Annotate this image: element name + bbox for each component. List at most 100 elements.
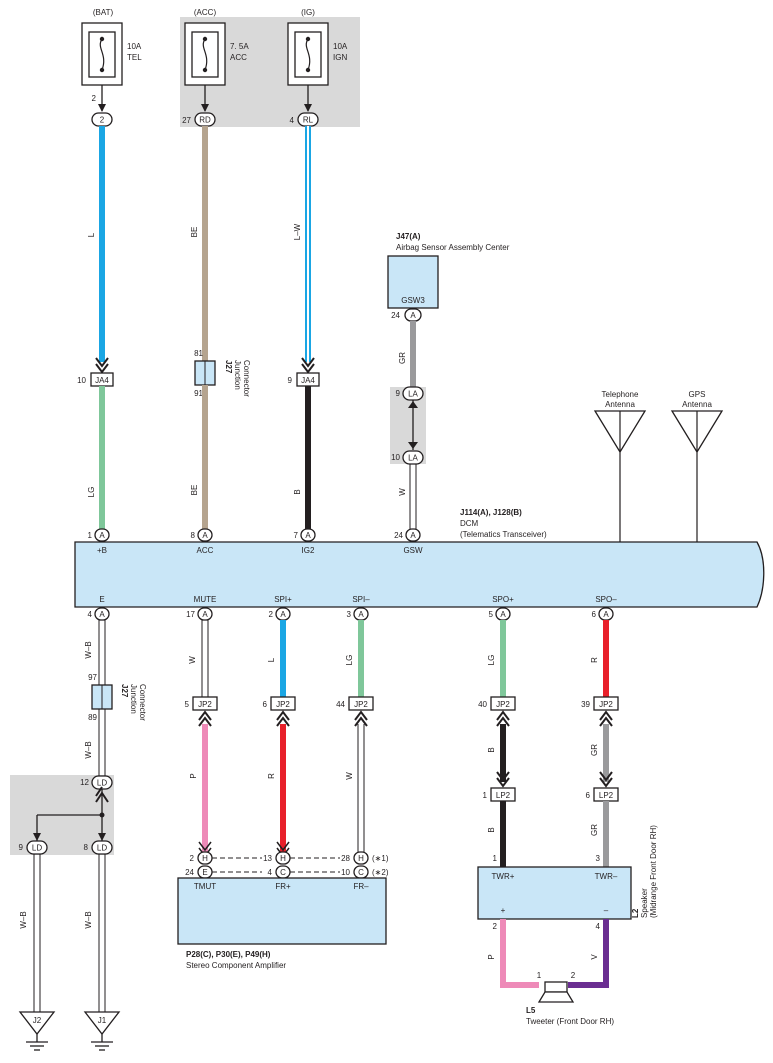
amp-name: Stereo Component Amplifier: [186, 961, 286, 970]
svg-text:28: 28: [341, 854, 350, 863]
dcm-top-pin-bplus: A 1 +B: [88, 528, 110, 555]
fuse-acc: [184, 22, 226, 86]
svg-text:JP2: JP2: [496, 700, 510, 709]
j27-upper-code: J27: [224, 360, 233, 374]
fuse-tel: [81, 22, 123, 86]
jp2-connector-44: JP2 44: [336, 696, 374, 711]
wire-r-spo-label: R: [590, 657, 599, 663]
svg-text:+B: +B: [97, 546, 107, 555]
svg-text:H: H: [202, 854, 208, 863]
jp2-44-chevron: [354, 710, 368, 727]
la-arrow-down: [408, 442, 418, 449]
dcm-box: [74, 541, 765, 608]
svg-text:2: 2: [269, 610, 274, 619]
svg-text:1: 1: [88, 531, 93, 540]
bat-label: (BAT): [93, 8, 114, 17]
wire-lg-spi-label: LG: [345, 655, 354, 666]
amp-label-tmut: TMUT: [194, 882, 216, 891]
wire-w-mute-label: W: [188, 656, 197, 664]
fuse-acc-rating: 7. 5A: [230, 42, 249, 51]
wire-lw-chevron: [301, 357, 315, 374]
svg-text:E: E: [202, 868, 207, 877]
jp2-40-chevron: [496, 710, 510, 727]
ld-connector-8: [91, 840, 113, 855]
svg-text:A: A: [358, 610, 364, 619]
airbag-sensor-box: [387, 255, 439, 309]
wire-v-tweeter-label: V: [590, 954, 599, 960]
amp-note2: (∗2): [372, 868, 389, 877]
dcm-desc: (Telematics Transceiver): [460, 530, 547, 539]
dcm-name: DCM: [460, 519, 479, 528]
ja4-pin-2: 9: [288, 376, 293, 385]
fuse-tel-name: TEL: [127, 53, 142, 62]
tel-pin: 2: [92, 94, 97, 103]
la-arrow-up: [408, 401, 418, 408]
j27-lower-pin-in: 97: [88, 673, 97, 682]
wire-l-chevron: [95, 357, 109, 374]
wire-l-spi-label: L: [267, 657, 276, 662]
svg-text:3: 3: [347, 610, 352, 619]
svg-text:A: A: [99, 531, 105, 540]
fuse-tel-rating: 10A: [127, 42, 142, 51]
svg-text:A: A: [202, 610, 208, 619]
tweeter-name: Tweeter (Front Door RH): [526, 1017, 614, 1026]
wire-p-tweeter: [500, 919, 539, 988]
wire-wb-upper-label: W–B: [84, 641, 93, 658]
ground-j1: [83, 1011, 121, 1051]
jp2-connector-5: JP2 5: [185, 696, 218, 711]
speaker-code: L2: [631, 908, 640, 918]
svg-text:ACC: ACC: [197, 546, 214, 555]
wire-b-ja4-label: B: [293, 489, 302, 494]
speaker-pin-2: 2: [493, 922, 498, 931]
svg-text:A: A: [603, 610, 609, 619]
svg-text:13: 13: [263, 854, 272, 863]
svg-text:A: A: [500, 610, 506, 619]
acc-conn-label: RD: [199, 116, 211, 125]
tweeter-pin-2: 2: [571, 971, 576, 980]
svg-text:JP2: JP2: [599, 700, 613, 709]
ig-label: (IG): [301, 8, 315, 17]
svg-text:24: 24: [394, 531, 403, 540]
wire-b-lp2-label: B: [487, 747, 496, 752]
acc-pin: 27: [182, 116, 191, 125]
wire-l-label: L: [87, 232, 96, 237]
dcm-bottom-pin-spiplus: SPI+ A 2: [269, 595, 292, 621]
wire-lw-label: L–W: [293, 223, 302, 240]
svg-text:C: C: [280, 868, 286, 877]
svg-text:H: H: [358, 854, 364, 863]
amp-pin-h-tmut: H 2: [190, 851, 213, 865]
svg-text:5: 5: [185, 700, 190, 709]
fuse-acc-name: ACC: [230, 53, 247, 62]
amp-pin-e-tmut: E 24: [185, 865, 213, 879]
svg-text:A: A: [410, 531, 416, 540]
fuse-ign-name: IGN: [333, 53, 347, 62]
speaker-pin-4: 4: [596, 922, 601, 931]
wire-lg-spo-label: LG: [487, 655, 496, 666]
svg-text:E: E: [99, 595, 104, 604]
speaker-label-twrminus: TWR–: [595, 872, 618, 881]
amp-pin-h-frminus: H 28: [341, 851, 369, 865]
svg-text:40: 40: [478, 700, 487, 709]
ign-pin: 4: [290, 116, 295, 125]
svg-text:SPI+: SPI+: [274, 595, 292, 604]
dcm-top-pin-gsw: A 24 GSW: [394, 528, 423, 555]
gps-antenna-label-2: Antenna: [682, 400, 712, 409]
gps-antenna-label-1: GPS: [689, 390, 706, 399]
svg-text:39: 39: [581, 700, 590, 709]
svg-text:24: 24: [185, 868, 194, 877]
la-label-2: LA: [408, 454, 418, 463]
svg-text:4: 4: [268, 868, 273, 877]
svg-text:GSW: GSW: [403, 546, 423, 555]
speaker-plus: +: [501, 906, 506, 915]
svg-text:6: 6: [592, 610, 597, 619]
amplifier-box: [177, 877, 387, 945]
wire-wb-mid-label: W–B: [84, 741, 93, 758]
svg-text:LP2: LP2: [496, 791, 511, 800]
amp-note1: (∗1): [372, 854, 389, 863]
lp2-connector-1: LP2 1: [483, 787, 516, 802]
lp2-6-chevron: [599, 771, 613, 788]
svg-text:A: A: [280, 610, 286, 619]
airbag-name: Airbag Sensor Assembly Center: [396, 243, 510, 252]
speaker-pin-1: 1: [493, 854, 498, 863]
speaker-desc: (Midrange Front Door RH): [649, 825, 658, 918]
